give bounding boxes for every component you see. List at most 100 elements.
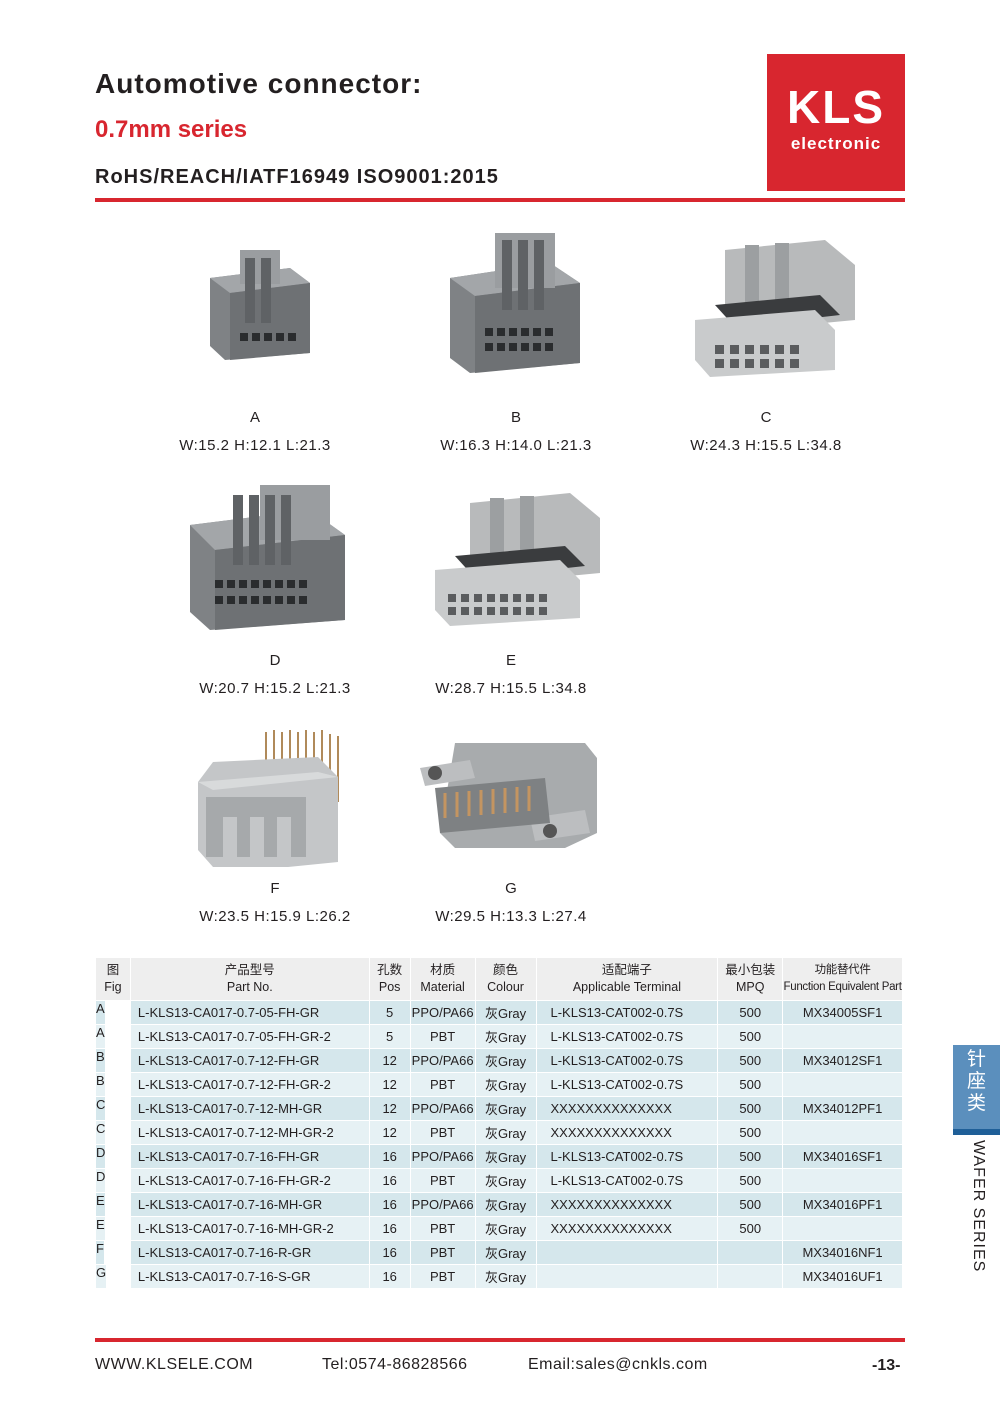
table-cell-term: XXXXXXXXXXXXXX xyxy=(536,1217,718,1240)
table-cell-pos: 12 xyxy=(369,1073,410,1096)
table-cell-mat: PBT xyxy=(410,1169,475,1192)
header-cn: 孔数 xyxy=(377,963,403,977)
series-subtitle: 0.7mm series xyxy=(95,116,248,143)
table-cell-part: L-KLS13-CA017-0.7-16-FH-GR xyxy=(130,1145,369,1168)
table-cell-mat: PBT xyxy=(410,1025,475,1048)
table-cell-mpq: 500 xyxy=(718,1121,783,1144)
table-cell-mpq: 500 xyxy=(718,1097,783,1120)
table-cell-col: 灰Gray xyxy=(475,1265,536,1288)
table-cell-equiv: MX34012SF1 xyxy=(783,1049,902,1072)
table-cell-term: L-KLS13-CAT002-0.7S xyxy=(536,1049,718,1072)
table-cell-mpq xyxy=(718,1241,783,1264)
header-en: Fig xyxy=(104,980,122,994)
table-cell-pos: 12 xyxy=(369,1049,410,1072)
footer-website[interactable]: WWW.KLSELE.COM xyxy=(95,1356,254,1373)
table-cell-term: XXXXXXXXXXXXXX xyxy=(536,1097,718,1120)
table-cell-part: L-KLS13-CA017-0.7-12-MH-GR xyxy=(130,1097,369,1120)
table-cell-mpq xyxy=(718,1265,783,1288)
table-cell-term: L-KLS13-CAT002-0.7S xyxy=(536,1025,718,1048)
table-cell-col: 灰Gray xyxy=(475,1169,536,1192)
table-cell-mat: PBT xyxy=(410,1265,475,1288)
table-cell-col: 灰Gray xyxy=(475,1193,536,1216)
table-cell-term: XXXXXXXXXXXXXX xyxy=(536,1193,718,1216)
table-cell-fig: A xyxy=(96,1001,105,1024)
table-cell-part: L-KLS13-CA017-0.7-12-FH-GR xyxy=(130,1049,369,1072)
table-cell-col: 灰Gray xyxy=(475,1001,536,1024)
connector-image-d xyxy=(185,480,355,635)
figure-d-letter: D xyxy=(269,652,281,669)
table-cell-col: 灰Gray xyxy=(475,1097,536,1120)
table-cell-fig: E xyxy=(96,1217,105,1240)
table-cell-pos: 16 xyxy=(369,1265,410,1288)
side-tab-en: WAFER SERIES xyxy=(970,1140,987,1273)
table-cell-equiv xyxy=(783,1121,902,1144)
page-title: Automotive connector: xyxy=(95,68,423,99)
table-cell-equiv xyxy=(783,1025,902,1048)
header-cn: 最小包装 xyxy=(725,963,776,977)
connector-image-g xyxy=(415,738,600,853)
header-cn: 功能替代件 xyxy=(814,964,871,976)
table-cell-part: L-KLS13-CA017-0.7-05-FH-GR xyxy=(130,1001,369,1024)
table-cell-equiv: MX34016PF1 xyxy=(783,1193,902,1216)
table-cell-mat: PBT xyxy=(410,1241,475,1264)
table-cell-col: 灰Gray xyxy=(475,1073,536,1096)
footer-email[interactable]: Email:sales@cnkls.com xyxy=(528,1356,708,1373)
certifications: RoHS/REACH/IATF16949 ISO9001:2015 xyxy=(95,166,499,188)
table-cell-equiv: MX34016UF1 xyxy=(783,1265,902,1288)
table-cell-fig: G xyxy=(96,1265,107,1288)
figure-a-dimensions: W:15.2 H:12.1 L:21.3 xyxy=(179,437,331,454)
connector-image-b xyxy=(440,228,590,378)
header-en: Material xyxy=(420,980,465,994)
table-cell-mat: PBT xyxy=(410,1073,475,1096)
figure-b-dimensions: W:16.3 H:14.0 L:21.3 xyxy=(440,437,592,454)
table-cell-col: 灰Gray xyxy=(475,1121,536,1144)
table-cell-col: 灰Gray xyxy=(475,1241,536,1264)
table-cell-part: L-KLS13-CA017-0.7-05-FH-GR-2 xyxy=(130,1025,369,1048)
footer-tel: Tel:0574-86828566 xyxy=(322,1356,468,1373)
figure-c-dimensions: W:24.3 H:15.5 L:34.8 xyxy=(690,437,842,454)
table-cell-part: L-KLS13-CA017-0.7-16-R-GR xyxy=(130,1241,369,1264)
table-cell-mpq: 500 xyxy=(718,1073,783,1096)
figure-c-letter: C xyxy=(760,409,772,426)
figure-a-letter: A xyxy=(249,409,260,426)
table-cell-equiv: MX34005SF1 xyxy=(783,1001,902,1024)
table-cell-fig: D xyxy=(96,1169,106,1192)
table-cell-part: L-KLS13-CA017-0.7-16-FH-GR-2 xyxy=(130,1169,369,1192)
table-cell-mat: PBT xyxy=(410,1121,475,1144)
table-cell-pos: 16 xyxy=(369,1169,410,1192)
table-cell-pos: 12 xyxy=(369,1121,410,1144)
table-cell-fig: F xyxy=(96,1241,104,1264)
footer-divider xyxy=(95,1338,905,1342)
table-cell-col: 灰Gray xyxy=(475,1145,536,1168)
table-cell-term: L-KLS13-CAT002-0.7S xyxy=(536,1169,718,1192)
table-cell-term xyxy=(536,1241,718,1264)
table-cell-mpq: 500 xyxy=(718,1025,783,1048)
figure-g-letter: G xyxy=(505,880,517,897)
side-tab-cn: 针 座 类 xyxy=(953,1045,1000,1129)
table-cell-mat: PBT xyxy=(410,1217,475,1240)
table-cell-mat: PPO/PA66 xyxy=(410,1097,475,1120)
header-en: MPQ xyxy=(735,980,765,994)
table-cell-term xyxy=(536,1265,718,1288)
table-cell-equiv: MX34016SF1 xyxy=(783,1145,902,1168)
table-cell-pos: 16 xyxy=(369,1241,410,1264)
header-en: Part No. xyxy=(226,980,273,994)
table-cell-pos: 16 xyxy=(369,1145,410,1168)
table-cell-pos: 5 xyxy=(369,1001,410,1024)
table-cell-mpq: 500 xyxy=(718,1001,783,1024)
page-number: -13- xyxy=(872,1357,901,1374)
